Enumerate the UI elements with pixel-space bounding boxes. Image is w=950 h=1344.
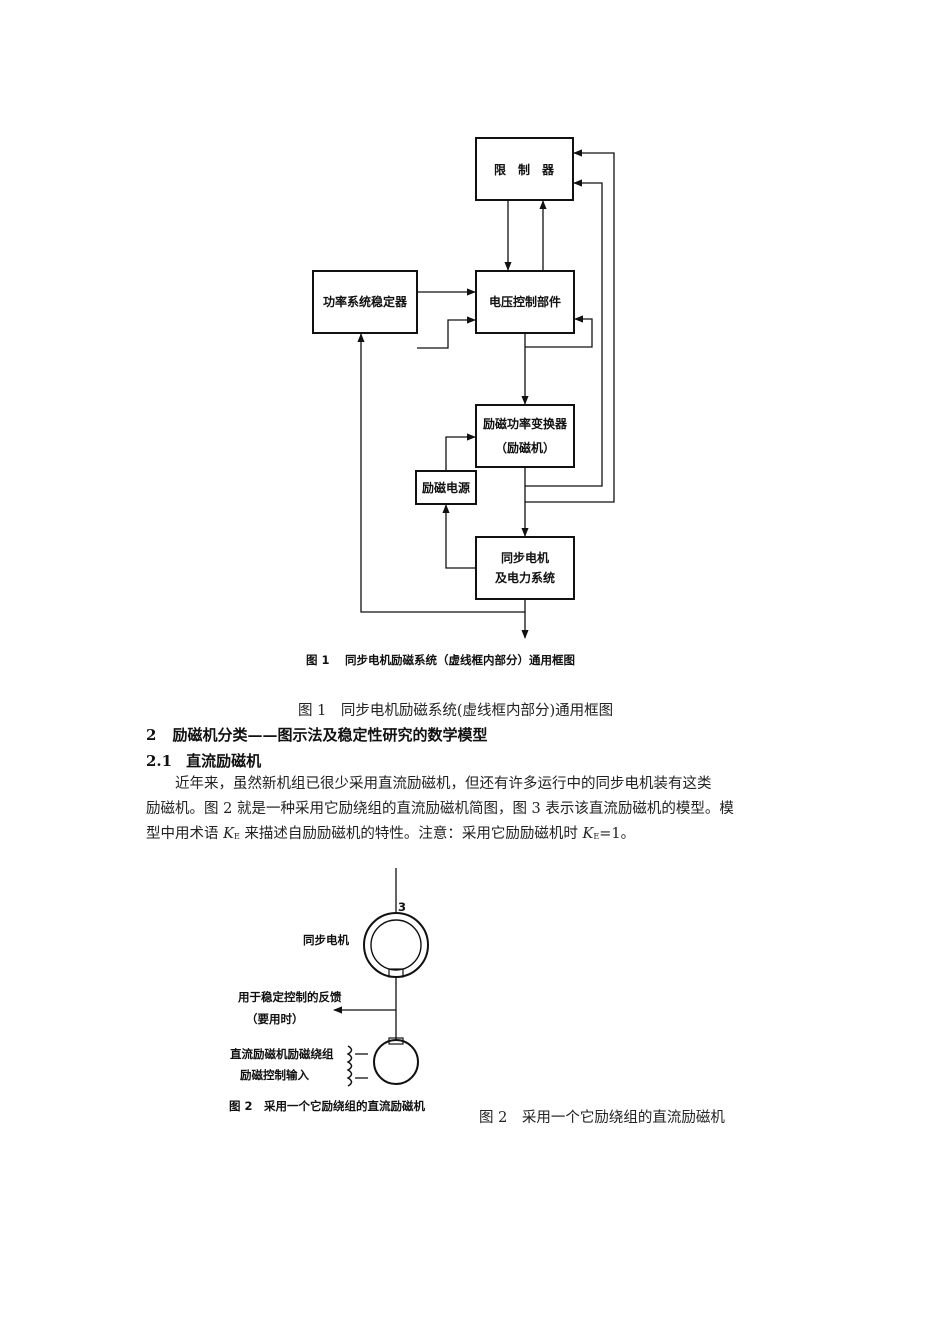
section-2-1-heading: 2.1 直流励磁机: [146, 750, 261, 771]
dc-exciter-circle: [373, 1039, 419, 1085]
limiter-box: [475, 137, 574, 201]
figure-1-inner-caption: 图 1 同步电机励磁系统（虚线框内部分）通用框图: [306, 653, 575, 667]
paragraph-line-3: 型中用术语 KE 来描述自励励磁机的特性。注意：采用它励励磁机时 KE=1。: [146, 826, 636, 842]
power-converter-label-1: 励磁功率变换器: [483, 416, 568, 431]
limiter-label: 限 制 器: [494, 162, 555, 177]
pss-box: [312, 270, 418, 334]
paragraph-line-2: 励磁机。图 2 就是一种采用它励绕组的直流励磁机简图，图 3 表示该直流励磁机的…: [146, 801, 734, 817]
figure-2-feedback-label-1: 用于稳定控制的反馈: [237, 990, 342, 1004]
generator-label-2: 及电力系统: [495, 570, 555, 585]
generator-outer-ring: [363, 912, 429, 978]
figure-2-generator-label: 同步电机: [303, 933, 349, 947]
figure-2-control-input-label: 励磁控制输入: [240, 1068, 309, 1082]
section-2-title: 励磁机分类——图示法及稳定性研究的数学模型: [172, 726, 488, 744]
section-2-number: 2: [146, 726, 157, 744]
body-paragraph: 近年来，虽然新机组已很少采用直流励磁机，但还有许多运行中的同步电机装有这类 励磁…: [146, 772, 806, 849]
power-converter-box: [475, 404, 575, 468]
figure-2-winding-label: 直流励磁机励磁绕组: [230, 1047, 334, 1061]
generator-inner-ring: [370, 919, 422, 971]
paragraph-line-1: 近年来，虽然新机组已很少采用直流励磁机，但还有许多运行中的同步电机装有这类: [175, 776, 712, 792]
power-converter-label-2: （励磁机）: [495, 440, 555, 455]
figure-2-number-label: 3: [398, 900, 406, 914]
figure-1-diagram: 限 制 器 功率系统稳定器 电压控制部件 励磁功率变换器 （励磁机） 励磁电源 …: [306, 137, 615, 667]
figure-1-caption: 图 1 同步电机励磁系统(虚线框内部分)通用框图: [298, 703, 614, 719]
section-2-1-title: 直流励磁机: [186, 752, 262, 770]
winding-coil: [346, 1045, 353, 1087]
voltage-control-label: 电压控制部件: [489, 294, 561, 309]
figure-2-diagram: 3 同步电机 用于稳定控制的反馈 （要用时） 直流励磁机励磁绕组 励磁控制输入 …: [229, 868, 429, 1113]
section-2-1-number: 2.1: [146, 752, 173, 770]
generator-box: [475, 536, 575, 600]
section-2-heading: 2 励磁机分类——图示法及稳定性研究的数学模型: [146, 724, 487, 745]
generator-label-1: 同步电机: [501, 550, 549, 565]
figure-2-caption: 图 2 采用一个它励绕组的直流励磁机: [479, 1110, 725, 1126]
figure-2-inner-caption: 图 2 采用一个它励绕组的直流励磁机: [229, 1099, 426, 1113]
excitation-source-label: 励磁电源: [422, 480, 470, 495]
k-variable: K: [223, 826, 234, 842]
figure-2-feedback-label-2: （要用时）: [246, 1012, 304, 1026]
pss-label: 功率系统稳定器: [323, 294, 408, 309]
